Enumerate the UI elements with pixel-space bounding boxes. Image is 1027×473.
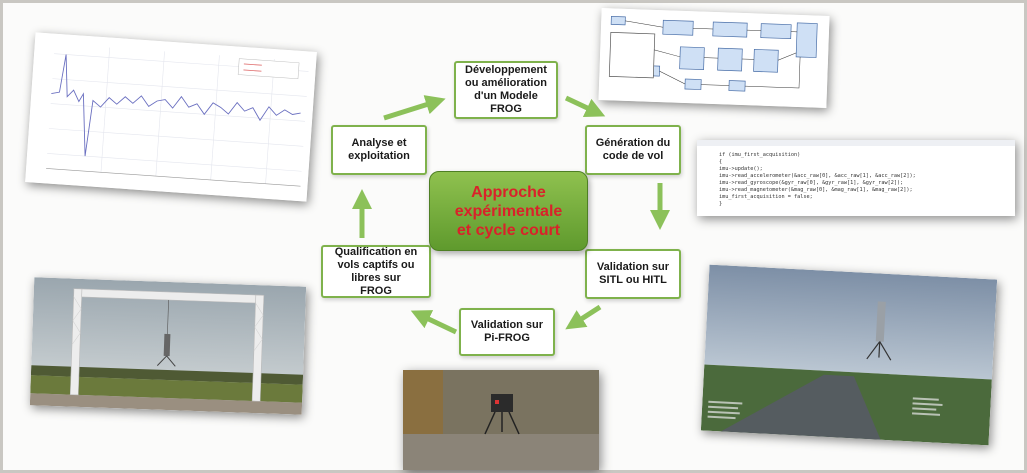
pi-frog-photo (403, 370, 599, 470)
center-approach-label: Approche expérimentale et cycle court (429, 171, 588, 251)
plot-screenshot (25, 32, 317, 202)
code-line: if (imu_first_acquisition) (719, 152, 800, 158)
step-analysis: Analyse et exploitation (331, 125, 427, 175)
test-frame-photo (29, 277, 307, 415)
step-sitl-hitl-validation: Validation sur SITL ou HITL (585, 249, 681, 299)
simulation-graphic (700, 264, 998, 446)
plot-graphic (25, 32, 317, 202)
pi-frog-graphic (403, 370, 599, 470)
arrow-development-to-generation (564, 95, 606, 117)
arrow-analysis-to-development (383, 95, 446, 121)
flight-code-screenshot: if (imu_first_acquisition) { imu->update… (697, 140, 1015, 216)
model-diagram-screenshot (598, 8, 830, 108)
code-line: { (719, 159, 722, 165)
arrow-pifrog-to-qualification (410, 310, 458, 335)
step-code-generation: Génération du code de vol (585, 125, 681, 175)
code-line: imu->read_gyroscope(&gyr_raw[0], &gyr_ra… (719, 180, 903, 186)
code-line: imu->read_magnetometer(&mag_raw[0], &mag… (719, 187, 913, 193)
step-qualification: Qualification en vols captifs ou libres … (321, 245, 431, 298)
step-pifrog-validation: Validation sur Pi-FROG (459, 308, 555, 356)
test-frame-graphic (29, 277, 307, 415)
code-line: } (719, 201, 722, 207)
arrow-validation-to-pifrog (565, 304, 602, 330)
code-line: imu_first_acquisition = false; (719, 194, 813, 200)
code-graphic: if (imu_first_acquisition) { imu->update… (697, 140, 1015, 216)
step-development: Développement ou amélioration d'un Model… (454, 61, 558, 119)
code-line: imu->read_accelerometer(&acc_raw[0], &ac… (719, 173, 916, 179)
simulation-screenshot (700, 264, 998, 446)
code-line: imu->update(); (719, 166, 763, 172)
block-diagram-graphic (598, 8, 830, 108)
